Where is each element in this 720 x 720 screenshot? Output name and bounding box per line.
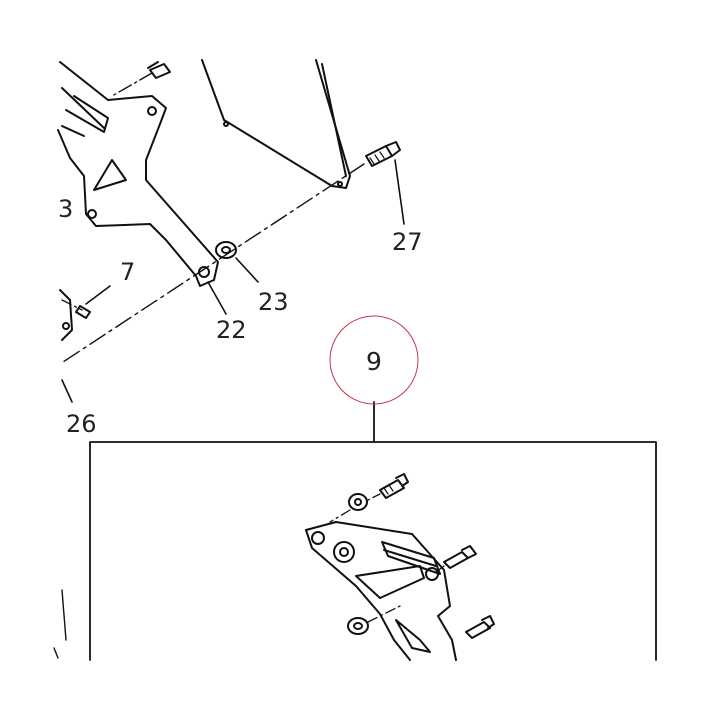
kit-bolt-top [367, 473, 409, 501]
label-part-22: 22 [216, 316, 247, 344]
kit-bolt-right [435, 545, 477, 573]
kit-bolt-bottom [465, 615, 495, 639]
kit-frame [89, 401, 657, 661]
leader-22 [207, 281, 227, 315]
label-part-7: 7 [120, 258, 135, 286]
main-bracket [57, 61, 219, 287]
axis-line [59, 163, 365, 365]
spacer-23 [215, 241, 259, 283]
label-part-26: 26 [66, 410, 97, 438]
bolt-27 [365, 141, 405, 225]
label-part-3: 3 [58, 195, 73, 223]
kit-spacer-top [329, 493, 368, 523]
kit-bracket [305, 521, 457, 661]
label-part-9: 9 [366, 347, 382, 376]
highlight-circle [329, 315, 419, 405]
bolt-top-left [111, 61, 171, 97]
partial-part-left [59, 289, 73, 341]
kit-spacer-bottom [347, 605, 401, 635]
label-part-27: 27 [392, 228, 423, 256]
label-part-23: 23 [258, 288, 289, 316]
plate [201, 59, 351, 189]
leader-26 [61, 379, 73, 403]
bolt-7 [61, 285, 111, 319]
